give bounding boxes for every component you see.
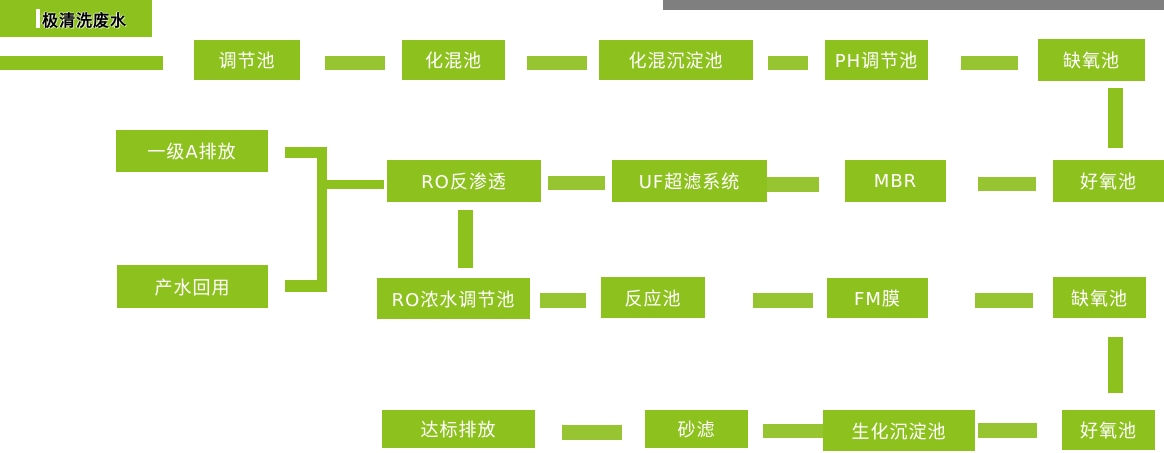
node-sand-filter: 砂滤	[645, 410, 748, 448]
node-label: 产水回用	[154, 277, 231, 299]
node-label: 调节池	[218, 51, 276, 72]
branch-line-vertical	[317, 147, 327, 290]
flow-connector	[527, 56, 587, 70]
branch-line-middle	[327, 180, 384, 189]
flow-connector	[975, 293, 1033, 308]
node-aerobic-tank-1: 好氧池	[1053, 160, 1164, 202]
node-label: 缺氧池	[1063, 51, 1120, 72]
node-label: 达标排放	[420, 420, 497, 441]
node-label: 砂滤	[677, 420, 716, 441]
flow-connector	[763, 424, 823, 438]
cursor-bar	[36, 9, 40, 28]
flow-connector	[978, 423, 1037, 438]
flow-line-source	[0, 56, 163, 70]
node-label: 化混池	[425, 51, 482, 72]
node-label: 一级A排放	[147, 142, 237, 163]
node-mbr: MBR	[845, 160, 946, 202]
flow-line-vertical	[1108, 88, 1123, 148]
node-ro-reverse-osmosis: RO反渗透	[387, 160, 541, 202]
node-chem-mixing-tank: 化混池	[402, 40, 505, 80]
node-ph-adjustment-tank: PH调节池	[825, 40, 928, 80]
flow-connector	[548, 176, 605, 190]
node-label: 好氧池	[1080, 421, 1137, 442]
node-label: 缺氧池	[1071, 288, 1128, 310]
node-reaction-tank: 反应池	[601, 277, 705, 318]
node-label: PH调节池	[834, 51, 919, 72]
node-label: RO浓水调节池	[391, 289, 516, 311]
flow-line-vertical	[1108, 337, 1123, 393]
node-anoxic-tank-1: 缺氧池	[1038, 39, 1145, 81]
branch-line-top	[285, 147, 327, 158]
flow-connector	[961, 56, 1018, 70]
flow-line-vertical	[458, 210, 473, 268]
flow-connector	[325, 56, 385, 70]
node-label: 生化沉淀池	[851, 421, 947, 443]
node-label: UF超滤系统	[638, 172, 741, 193]
flow-connector	[753, 293, 813, 308]
flow-connector	[768, 56, 808, 70]
node-label: 反应池	[624, 288, 682, 310]
node-label: FM膜	[854, 289, 901, 310]
branch-line-bottom	[285, 280, 327, 292]
node-compliant-discharge: 达标排放	[382, 410, 535, 448]
node-biochem-sedimentation-tank: 生化沉淀池	[823, 410, 975, 451]
node-product-water-reuse: 产水回用	[117, 265, 268, 308]
node-chem-mixing-sedimentation-tank: 化混沉淀池	[599, 40, 753, 80]
node-fm-membrane: FM膜	[827, 278, 928, 318]
node-anoxic-tank-2: 缺氧池	[1053, 277, 1146, 318]
node-grade-a-discharge: 一级A排放	[116, 130, 268, 172]
flow-connector	[978, 177, 1036, 191]
flow-connector	[562, 425, 622, 440]
source-label: 极清洗废水	[42, 10, 128, 30]
flow-connector	[767, 177, 819, 192]
node-regulating-tank: 调节池	[194, 40, 300, 80]
node-aerobic-tank-2: 好氧池	[1062, 410, 1155, 450]
top-gray-bar	[663, 0, 1164, 10]
node-label: 化混沉淀池	[628, 51, 724, 72]
node-label: 好氧池	[1080, 172, 1137, 193]
node-ro-concentrate-regulating-tank: RO浓水调节池	[377, 278, 530, 319]
source-label-box: 极清洗废水	[0, 0, 152, 37]
node-label: MBR	[873, 170, 918, 192]
node-label: RO反渗透	[421, 172, 507, 193]
flow-connector	[540, 293, 586, 308]
node-uf-ultrafiltration-system: UF超滤系统	[612, 160, 767, 202]
